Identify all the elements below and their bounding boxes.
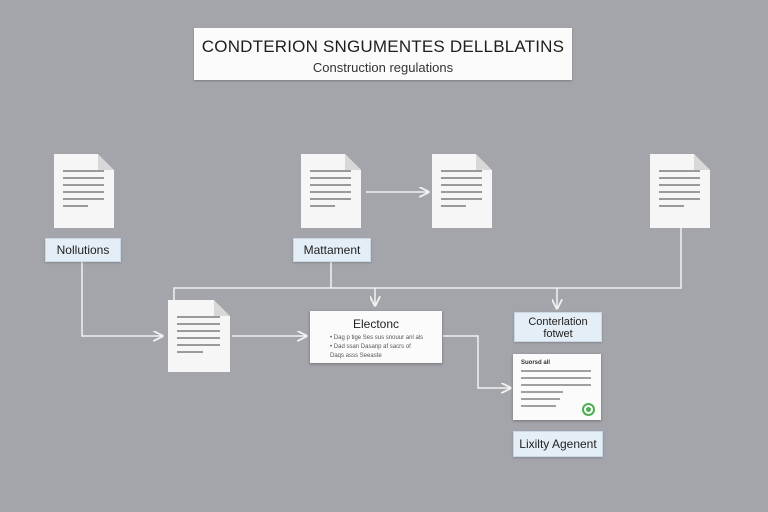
label-lixilty-agenent: Lixilty Agenent bbox=[513, 431, 603, 457]
arrow-nollutions-doc bbox=[81, 262, 162, 336]
document-icon bbox=[301, 154, 361, 228]
diagram-title: CONDTERION SNGUMENTES DELLBLATINS bbox=[201, 37, 565, 56]
document-icon bbox=[54, 154, 114, 228]
result-card: Suorsd all bbox=[513, 354, 601, 420]
bus-line bbox=[173, 228, 682, 300]
center-panel-row: Daqs asss Seeaste bbox=[330, 353, 382, 359]
label-mattament: Mattament bbox=[293, 238, 371, 262]
document-icon bbox=[432, 154, 492, 228]
document-icon bbox=[168, 300, 230, 372]
center-panel-row: • Dag p tige Ses sus snouur anl als bbox=[330, 335, 424, 341]
diagram-subtitle: Construction regulations bbox=[312, 60, 454, 75]
check-icon bbox=[582, 403, 595, 416]
label-conterlation: Conterlation fotwet bbox=[514, 312, 602, 342]
center-panel-title: Electonc bbox=[352, 317, 400, 331]
label-nollutions: Nollutions bbox=[45, 238, 121, 262]
arrow-center-result bbox=[443, 335, 510, 388]
center-panel-row: • Dad ssan Dasanp af sacrs of bbox=[330, 344, 411, 350]
diagram-title-box: CONDTERION SNGUMENTES DELLBLATINS Constr… bbox=[194, 28, 572, 80]
result-card-heading: Suorsd all bbox=[521, 360, 551, 366]
result-card-lines bbox=[521, 370, 591, 407]
document-icon bbox=[650, 154, 710, 228]
center-panel: Electonc • Dag p tige Ses sus snouur anl… bbox=[310, 311, 442, 363]
